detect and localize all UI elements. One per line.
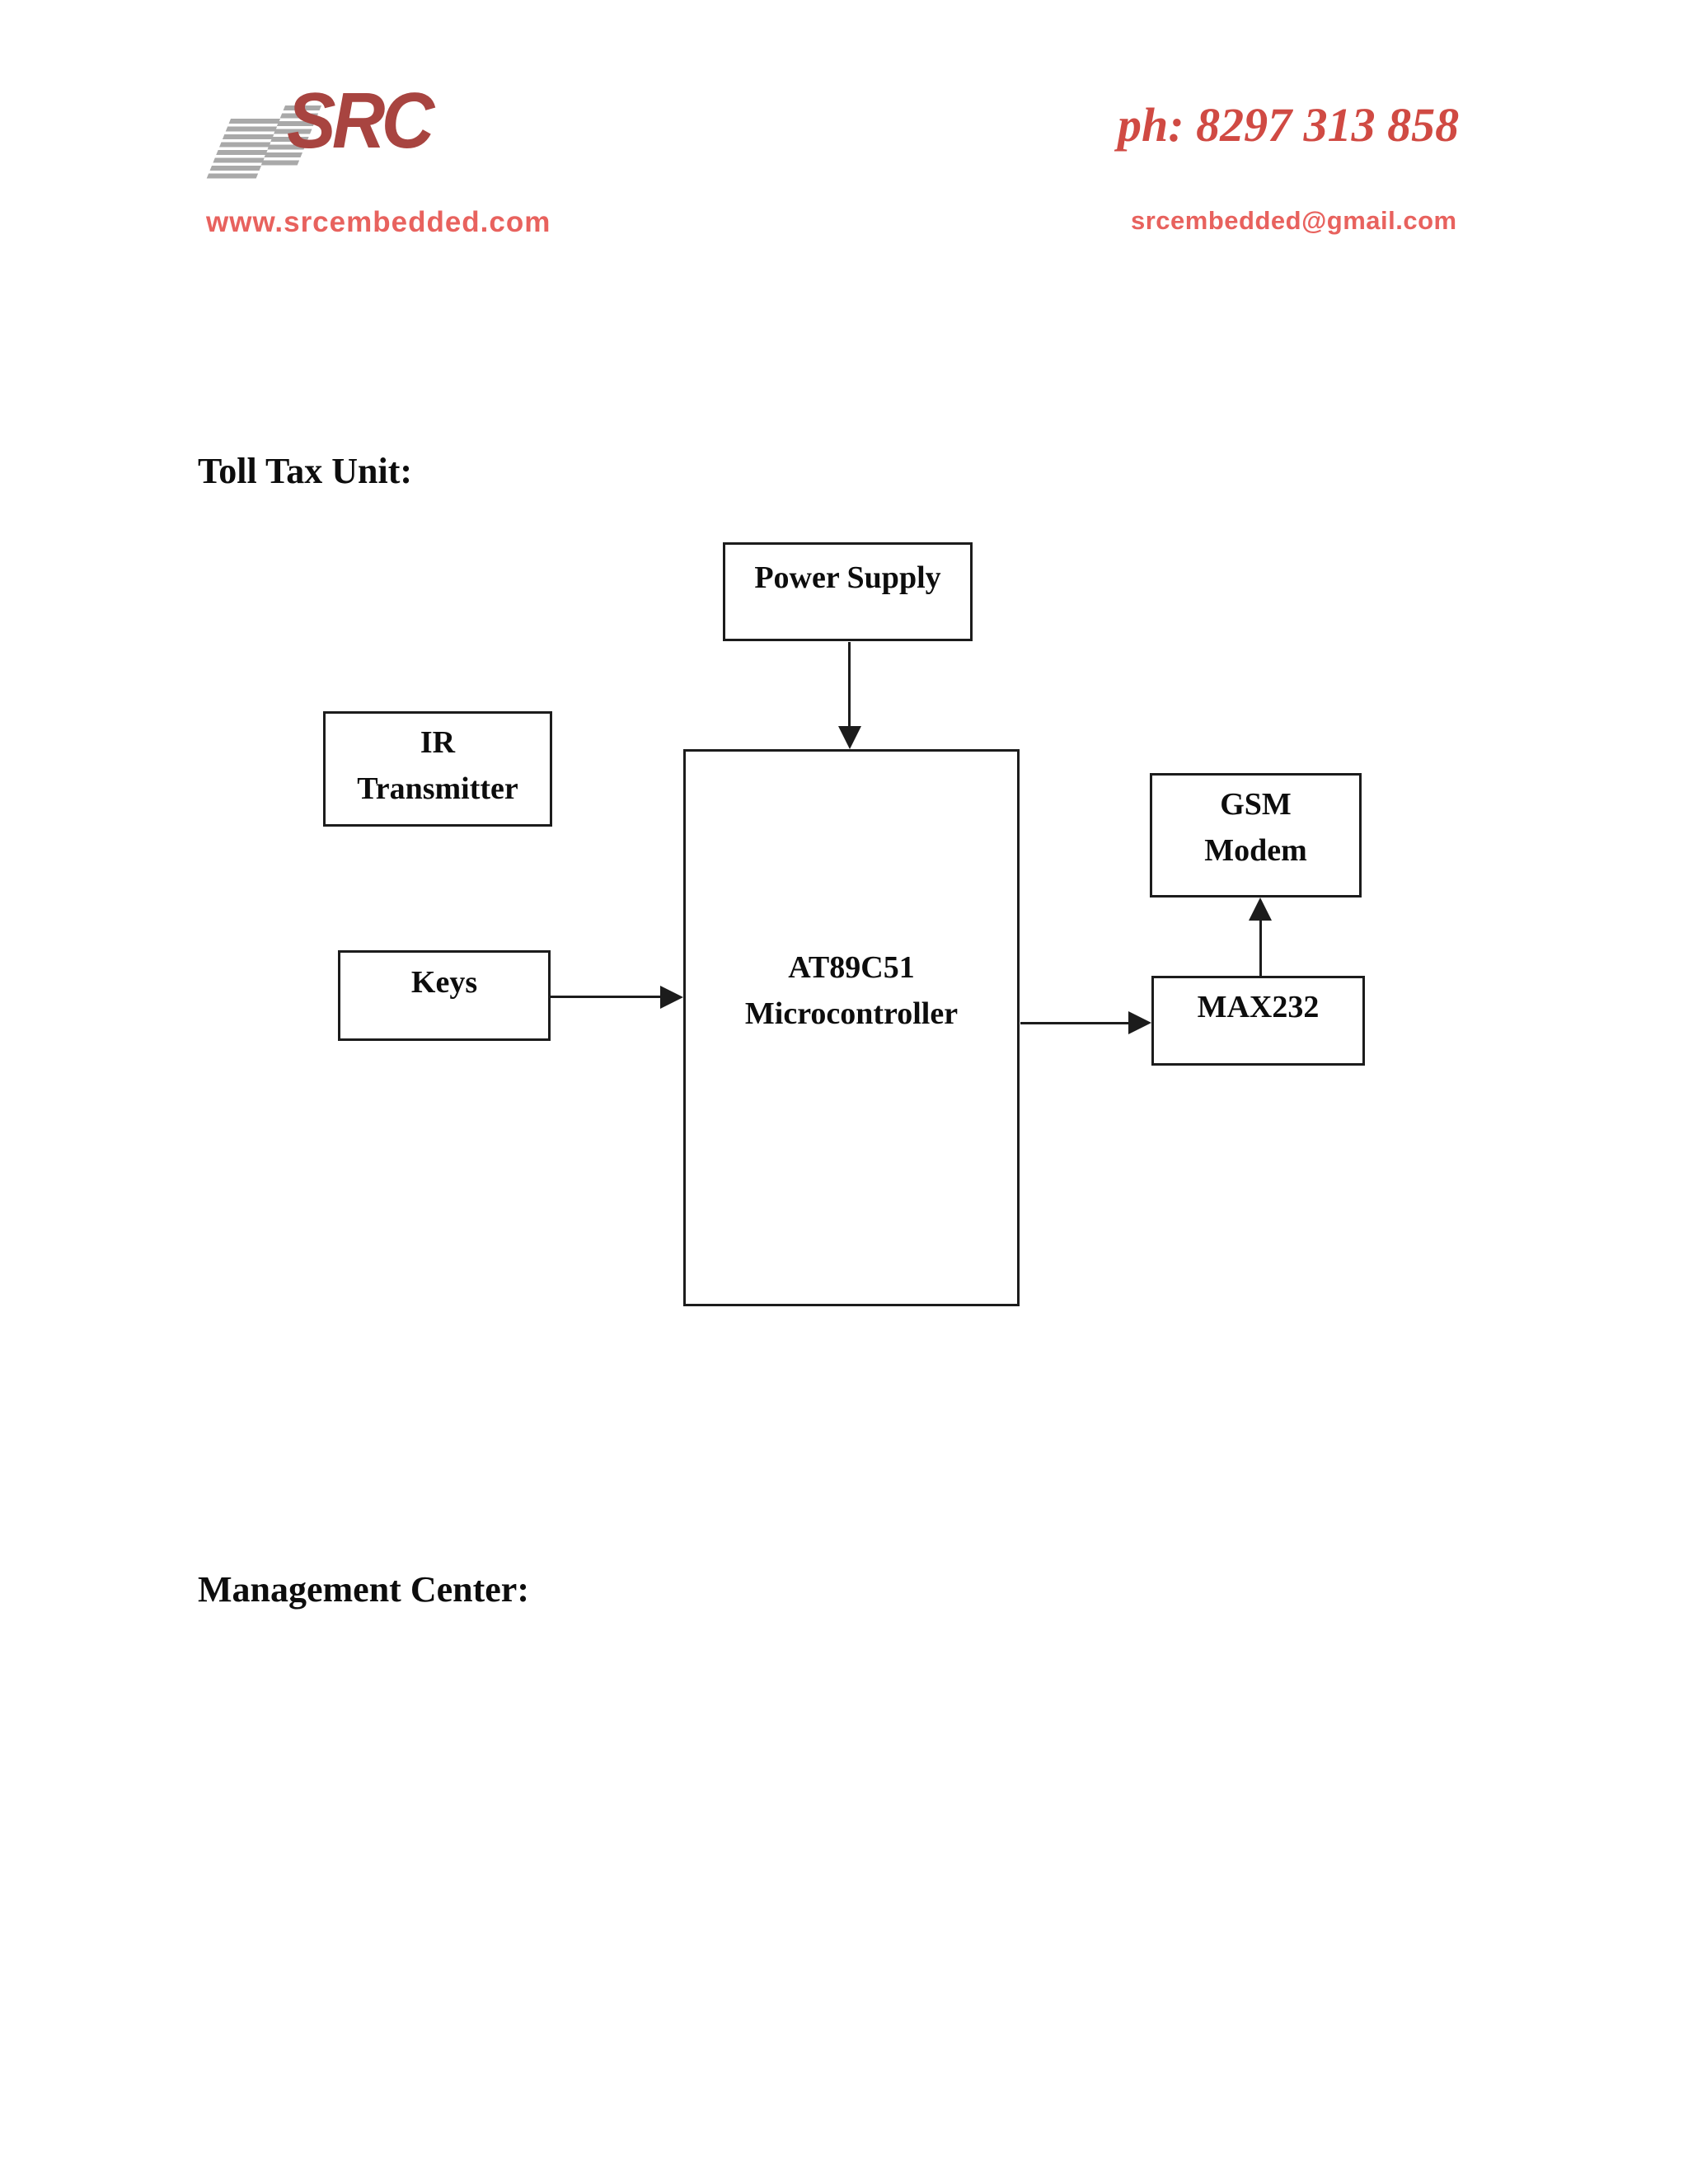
block-ir-transmitter: IR Transmitter — [323, 711, 552, 827]
arrow-mcu-to-max232-line — [1020, 1022, 1130, 1024]
block-max232: MAX232 — [1151, 976, 1365, 1066]
block-gsm-modem-label-line1: GSM — [1220, 786, 1292, 822]
arrow-mcu-to-max232-head-icon — [1128, 1011, 1151, 1034]
arrow-max232-to-gsm-modem-line — [1259, 919, 1262, 977]
src-logo: SRC — [198, 77, 462, 206]
block-power-supply-label: Power Supply — [754, 560, 941, 595]
arrow-max232-to-gsm-modem-head-icon — [1249, 898, 1272, 921]
arrow-power-supply-to-mcu-head-icon — [838, 726, 861, 749]
email-address: srcembedded@gmail.com — [1131, 206, 1457, 235]
phone-number: ph: 8297 313 858 — [1118, 98, 1460, 152]
arrow-power-supply-to-mcu-line — [848, 642, 851, 728]
block-keys-label: Keys — [410, 965, 478, 1000]
block-power-supply: Power Supply — [723, 542, 973, 641]
arrow-keys-to-mcu-head-icon — [660, 986, 683, 1009]
section-title-toll-tax-unit: Toll Tax Unit: — [198, 451, 413, 491]
block-at89c51-microcontroller: AT89C51 Microcontroller — [683, 749, 1020, 1306]
block-ir-transmitter-label-line2: Transmitter — [357, 771, 518, 806]
block-gsm-modem-label-line2: Modem — [1204, 832, 1307, 868]
arrow-keys-to-mcu-line — [551, 996, 662, 998]
website-url: www.srcembedded.com — [206, 206, 551, 238]
block-mcu-label-line1: AT89C51 — [788, 950, 915, 985]
section-title-management-center: Management Center: — [198, 1569, 529, 1610]
src-logo-text: SRC — [287, 77, 434, 165]
block-ir-transmitter-label-line1: IR — [420, 725, 456, 760]
block-gsm-modem: GSM Modem — [1150, 773, 1362, 898]
block-max232-label: MAX232 — [1197, 990, 1320, 1024]
block-keys: Keys — [338, 950, 551, 1041]
block-mcu-label-line2: Microcontroller — [744, 996, 959, 1031]
src-logo-stripes-icon — [206, 105, 321, 179]
